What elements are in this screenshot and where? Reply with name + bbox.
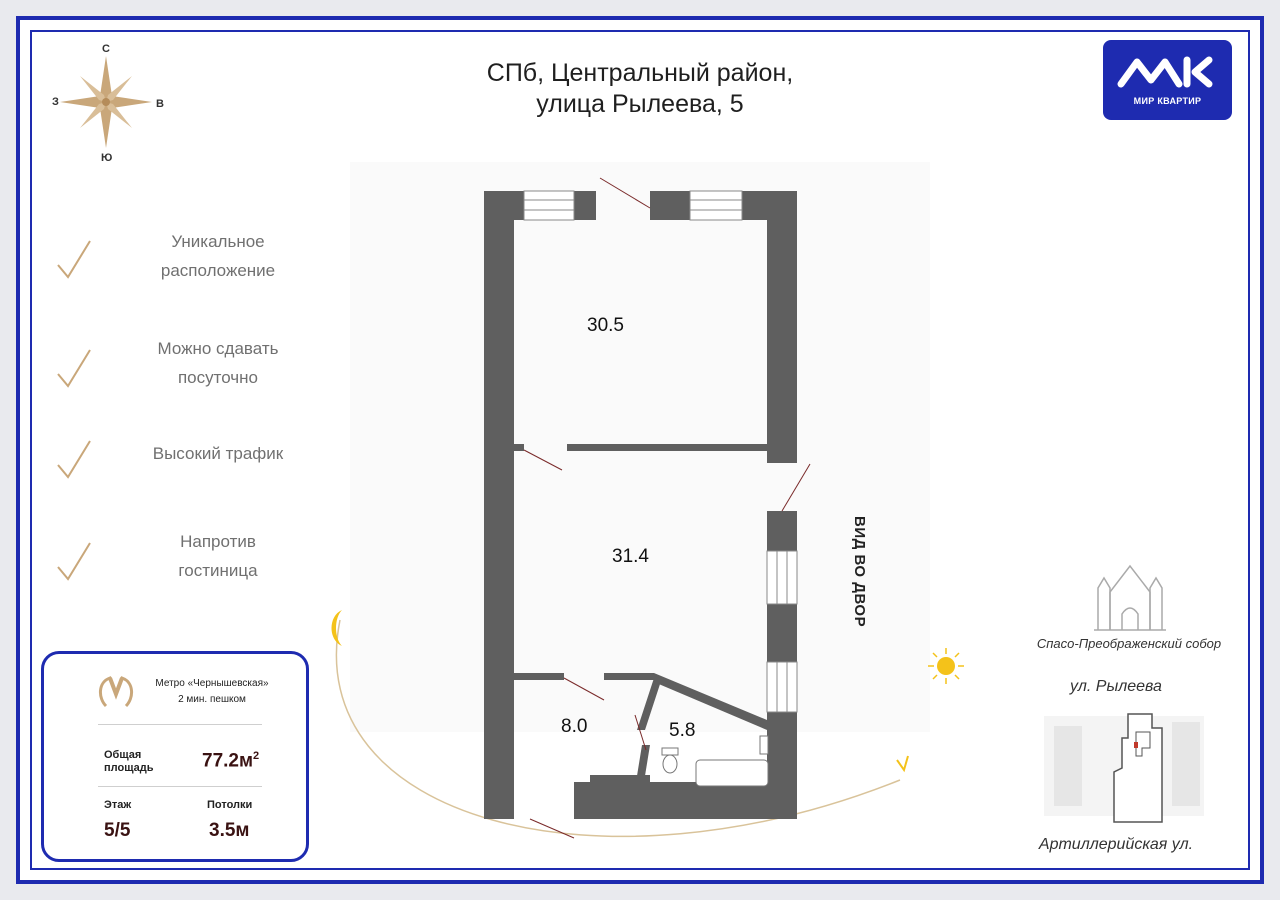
room-area-label: 30.5 <box>587 315 624 336</box>
floor-plan <box>484 177 811 839</box>
check-icon <box>57 240 91 279</box>
feature-text: Высокий трафик <box>106 439 330 468</box>
compass-north: С <box>102 43 110 55</box>
feature-line: посуточно <box>177 368 259 387</box>
sun-path-arc <box>335 619 901 838</box>
sun-icon <box>928 648 964 684</box>
compass-west: З <box>52 96 59 108</box>
brand-logo: МИР КВАРТИР <box>1103 40 1232 120</box>
feature-text: Можно сдавать посуточно <box>106 334 330 392</box>
feature-line: Можно сдавать <box>157 339 279 358</box>
brand-logo-text: МИР КВАРТИР <box>1133 96 1202 106</box>
ceiling-label: Потолки <box>207 799 253 811</box>
area-unit-sup: 2 <box>253 750 260 762</box>
compass-rose-icon <box>60 56 152 148</box>
feature-item: Напротив гостиница <box>50 527 330 587</box>
feature-line: расположение <box>160 261 276 280</box>
check-icon <box>57 440 91 479</box>
divider <box>98 786 262 787</box>
compass-south: Ю <box>101 152 113 164</box>
area-label-line: площадь <box>104 762 154 774</box>
metro-icon <box>99 676 133 708</box>
floor-value: 5/5 <box>104 820 131 841</box>
feature-item: Можно сдавать посуточно <box>50 334 330 394</box>
feature-line: гостиница <box>178 561 258 580</box>
location-map <box>1044 713 1204 823</box>
metro-info: Метро «Чернышевская» 2 мин. пешком <box>142 676 282 708</box>
feature-text: Напротив гостиница <box>106 527 330 585</box>
feature-item: Уникальное расположение <box>50 227 330 287</box>
street-label-bottom: Артиллерийская ул. <box>1038 836 1194 853</box>
landmark-label: Спасо-Преображенский собор <box>1036 636 1222 651</box>
ceiling-value: 3.5м <box>209 820 250 841</box>
feature-text: Уникальное расположение <box>106 227 330 285</box>
divider <box>98 724 262 725</box>
feature-item: Высокий трафик <box>50 439 330 499</box>
room-area-label: 31.4 <box>612 546 649 567</box>
check-icon <box>57 542 91 581</box>
check-icon <box>57 349 91 388</box>
metro-walk: 2 мин. пешком <box>178 694 246 705</box>
moon-icon <box>331 610 342 646</box>
metro-name: Метро «Чернышевская» <box>155 678 269 689</box>
floor-label: Этаж <box>104 799 132 811</box>
feature-line: Высокий трафик <box>152 444 284 463</box>
room-area-label: 5.8 <box>669 720 696 741</box>
area-label-line: Общая <box>104 749 142 761</box>
sheet-inner-border <box>30 30 1250 870</box>
brand-logo-icon <box>1117 56 1213 88</box>
cathedral-icon <box>1094 564 1166 631</box>
info-card: Метро «Чернышевская» 2 мин. пешком Общая… <box>41 651 309 862</box>
area-value: 77.2м2 <box>202 750 259 772</box>
room-area-label: 8.0 <box>561 716 588 737</box>
area-value-text: 77.2м <box>202 750 254 772</box>
page-title: СПб, Центральный район, улица Рылеева, 5 <box>440 58 840 120</box>
sun-direction-arrow-icon <box>896 755 909 773</box>
street-label-top: ул. Рылеева <box>1070 678 1162 695</box>
compass-east: В <box>156 98 164 110</box>
title-line-1: СПб, Центральный район, <box>486 59 794 87</box>
view-label: ВИД ВО ДВОР <box>851 516 868 628</box>
area-label: Общая площадь <box>104 749 153 775</box>
view-label-wrap: ВИД ВО ДВОР <box>844 516 874 642</box>
feature-line: Напротив <box>180 532 256 551</box>
feature-line: Уникальное <box>171 232 265 251</box>
title-line-2: улица Рылеева, 5 <box>536 90 744 118</box>
